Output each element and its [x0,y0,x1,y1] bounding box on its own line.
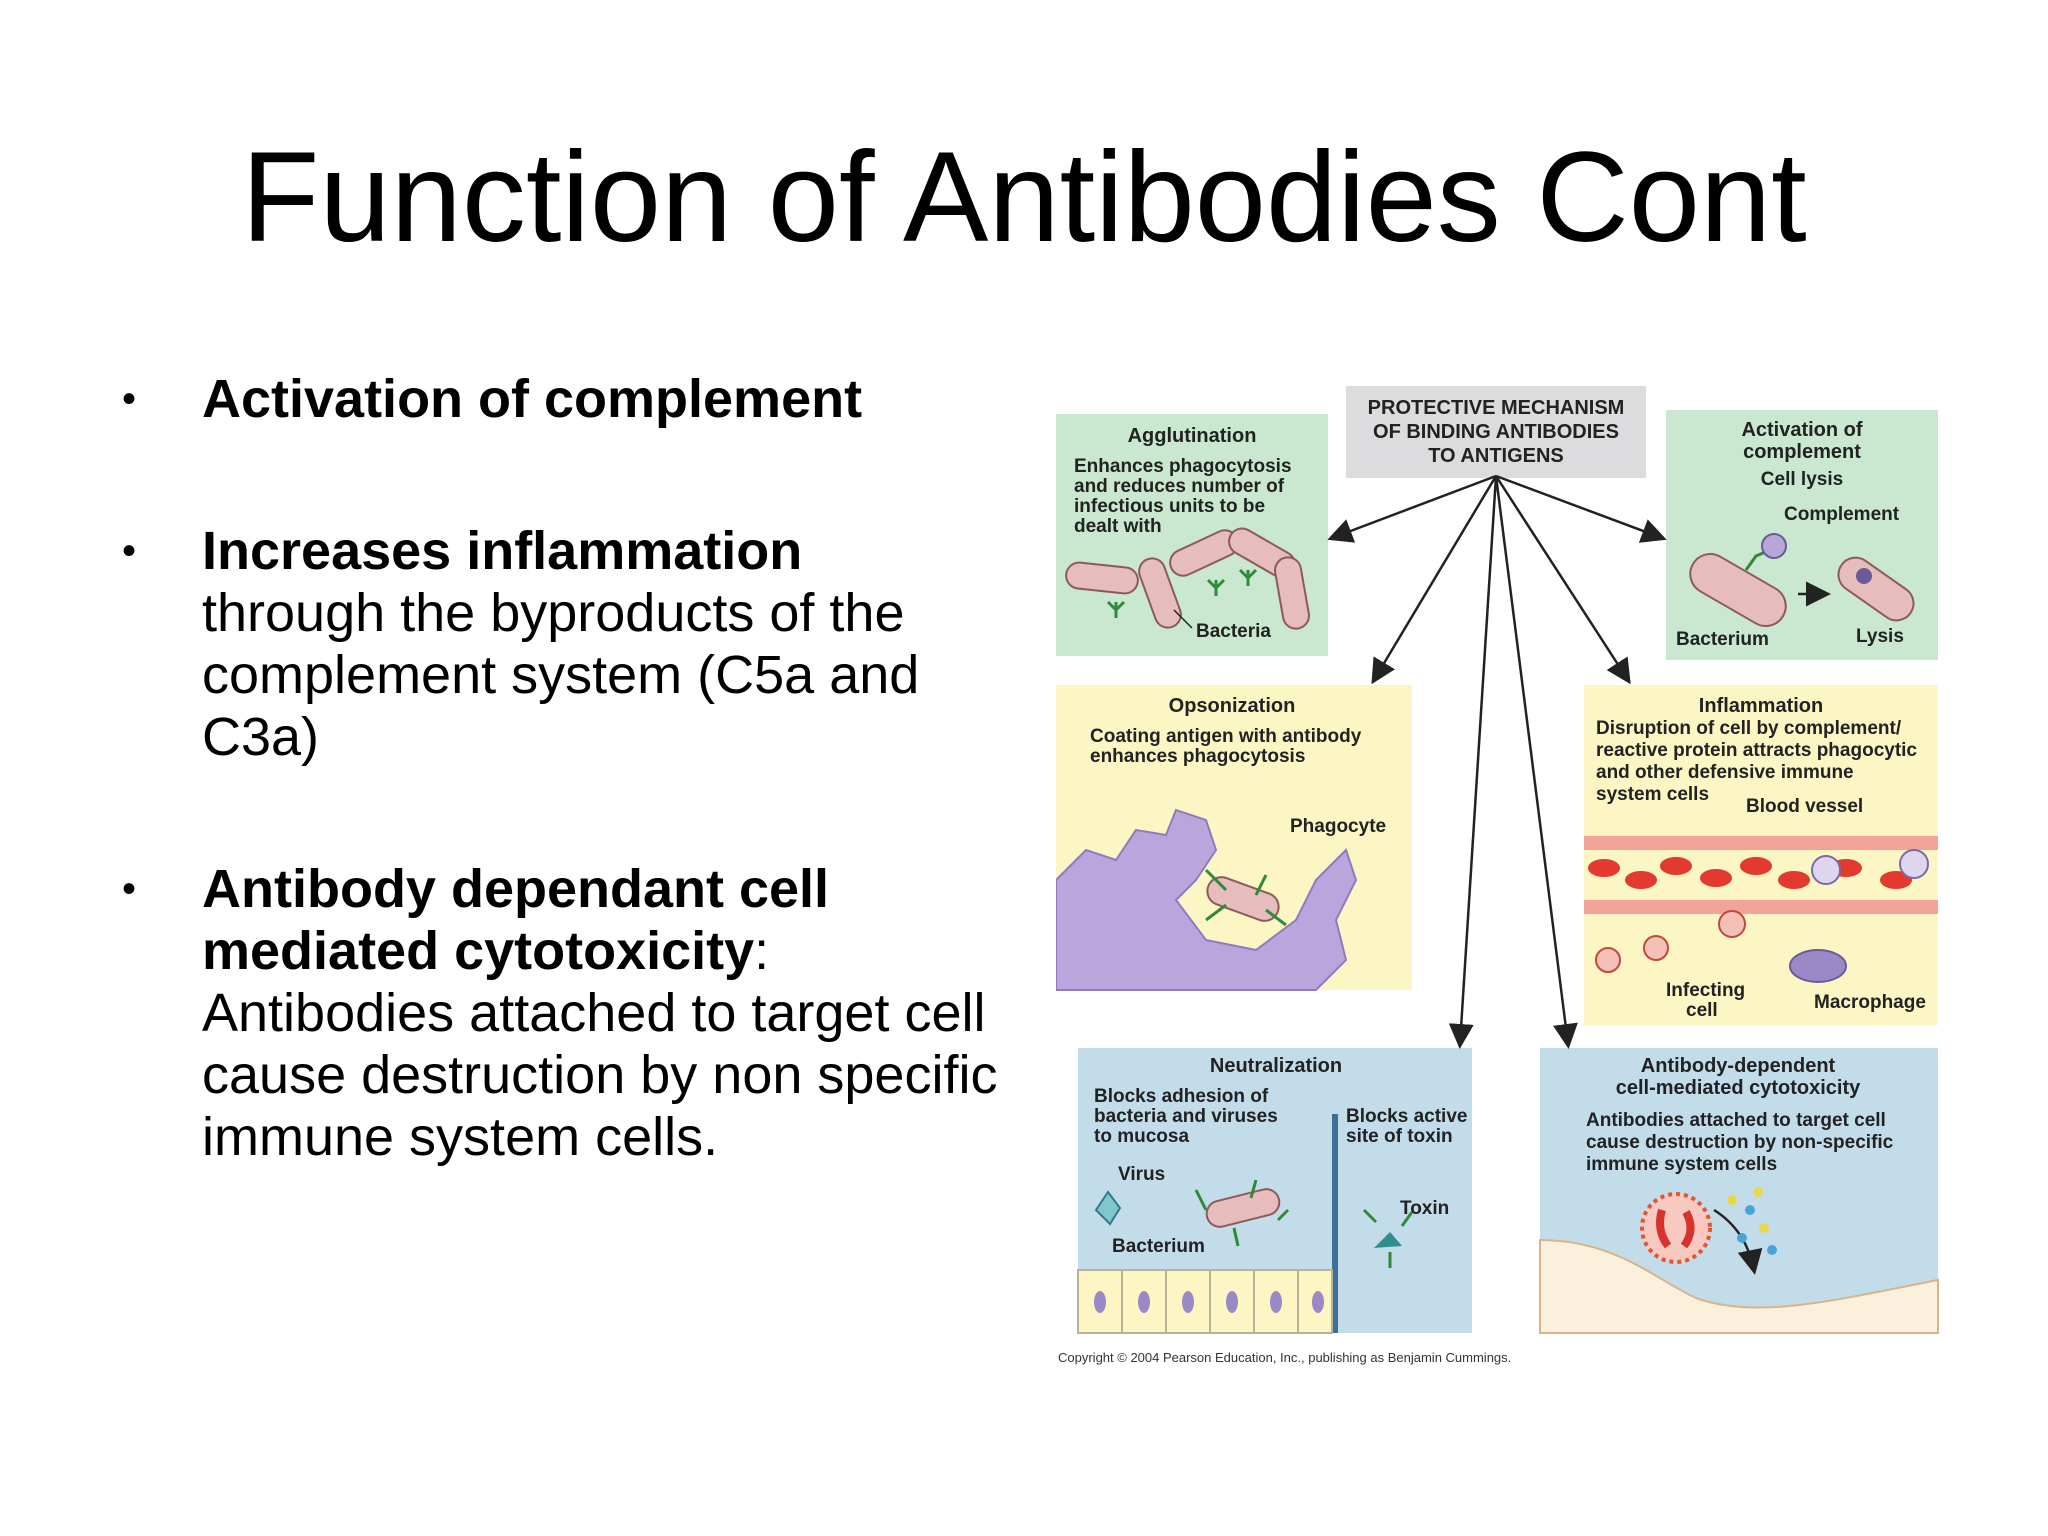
adcc-desc: Antibodies attached to target cell [1586,1110,1886,1131]
blood-vessel-icon [1584,836,1938,983]
cell-nucleus-icon [1094,1291,1324,1313]
agglutination-desc: dealt with [1074,516,1162,537]
neutralization-desc: to mucosa [1094,1126,1189,1147]
label-complement: Complement [1784,504,1900,525]
inflammation-desc: reactive protein attracts phagocytic [1596,740,1917,761]
neutralization-divider [1332,1114,1338,1333]
label-infecting-cell: Infecting [1666,980,1745,1001]
antibody-icon [1106,568,1258,618]
bullet-list: • Activation of complement • Increases i… [118,368,998,1258]
center-title-line: TO ANTIGENS [1428,445,1564,467]
opsonization-title: Opsonization [1169,695,1296,717]
label-infecting-cell: cell [1686,1000,1718,1021]
target-cell-icon [1539,1238,1939,1334]
label-blood-vessel: Blood vessel [1746,796,1863,817]
neutralization-title: Neutralization [1210,1055,1342,1077]
adcc-title: Antibody-dependent [1641,1055,1836,1077]
bullet-bold: Activation of complement [202,369,863,429]
inflammation-desc: system cells [1596,784,1709,805]
bullet-item: • Antibody dependant cell mediated cytot… [118,858,998,1168]
bullet-item: • Activation of complement [118,368,998,430]
agglutination-desc: infectious units to be [1074,496,1265,517]
label-lysis: Lysis [1856,626,1904,647]
complement-title: Activation of [1741,419,1862,441]
bullet-bold: Increases inflammation [202,521,803,581]
opsonization-desc: enhances phagocytosis [1090,746,1305,767]
label-bacterium: Bacterium [1112,1236,1205,1257]
antibody-mechanisms-figure: PROTECTIVE MECHANISM OF BINDING ANTIBODI… [1056,380,1956,1370]
agglutination-desc: Enhances phagocytosis [1074,456,1292,477]
mechanism-arrows [1327,474,1667,1049]
adcc-title: cell-mediated cytotoxicity [1616,1077,1861,1099]
label-macrophage: Macrophage [1814,992,1926,1013]
label-bacterium: Bacterium [1676,629,1769,650]
mucosa-cells-icon [1077,1269,1333,1334]
phagocyte-icon [1056,808,1358,991]
label-phagocyte: Phagocyte [1290,816,1386,837]
label-toxin: Toxin [1400,1198,1449,1219]
bullet-item: • Increases inflammation through the byp… [118,520,998,768]
antibody-icon [1194,1179,1414,1268]
inflammation-desc: Disruption of cell by complement/ [1596,718,1902,739]
bacterium-complement-icon [1689,533,1915,627]
bullet-text: : Antibodies attached to target cell cau… [202,921,998,1167]
inflammation-panel [1584,685,1938,1025]
neutralization-desc: bacteria and viruses [1094,1106,1278,1127]
adcc-desc: cause destruction by non-specific [1586,1132,1894,1153]
inflammation-desc: and other defensive immune [1596,762,1854,783]
killer-cell-icon [1640,1192,1712,1264]
bullet-text: through the byproducts of the complement… [202,583,920,767]
bacterium-icon [1205,1188,1281,1228]
center-box [1346,386,1646,478]
figure-svg: PROTECTIVE MECHANISM OF BINDING ANTIBODI… [1056,386,1939,1365]
bullet-dot: • [122,529,137,573]
agglutination-desc: and reduces number of [1074,476,1285,497]
neutralization-desc: Blocks adhesion of [1094,1086,1269,1107]
neutralization-desc: Blocks active [1346,1106,1467,1127]
center-title-line: OF BINDING ANTIBODIES [1373,421,1619,443]
complement-title: complement [1743,441,1861,463]
bullet-dot: • [122,377,137,421]
agglutination-title: Agglutination [1128,425,1257,447]
center-title-line: PROTECTIVE MECHANISM [1368,397,1625,419]
cytotoxic-granules-icon [1727,1187,1777,1255]
slide-title: Function of Antibodies Cont [241,126,1807,269]
bullet-dot: • [122,867,137,911]
bullet-bold: Antibody dependant cell mediated cytotox… [202,859,830,981]
label-virus: Virus [1118,1164,1165,1185]
complement-subtitle: Cell lysis [1761,469,1843,490]
figure-copyright: Copyright © 2004 Pearson Education, Inc.… [1058,1350,1511,1365]
toxin-icon [1374,1232,1402,1248]
adcc-desc: immune system cells [1586,1154,1777,1175]
opsonization-desc: Coating antigen with antibody [1090,726,1362,747]
virus-icon [1094,1190,1122,1226]
agglutinated-bacteria-icon [1065,527,1310,630]
antibody-icon [1204,868,1287,927]
inflammation-title: Inflammation [1699,695,1823,717]
neutralization-desc: site of toxin [1346,1126,1453,1147]
label-bacteria: Bacteria [1196,621,1271,642]
